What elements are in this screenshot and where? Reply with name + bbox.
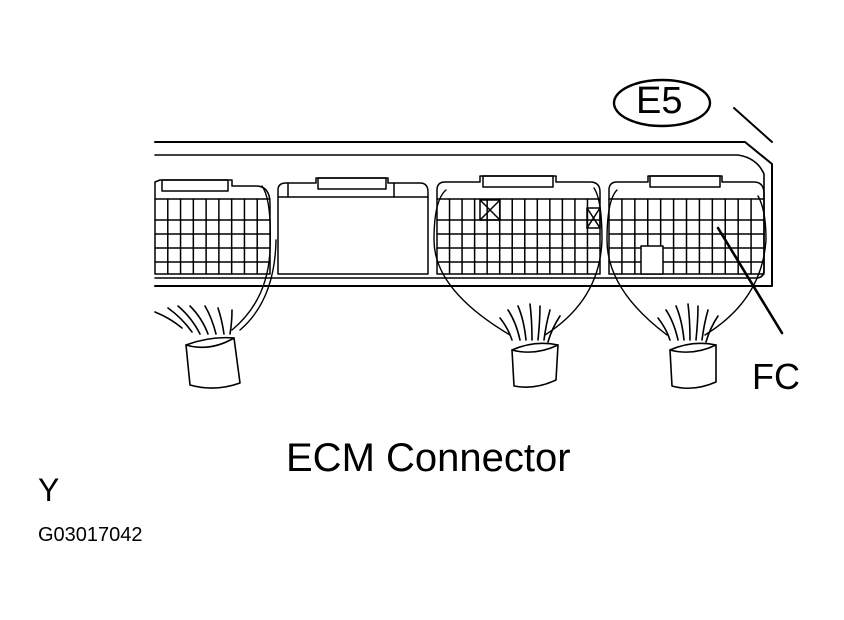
terminal-grid	[154, 198, 271, 275]
connector-block-2	[277, 177, 429, 275]
connector-block-1	[154, 179, 271, 275]
diagram-title: ECM Connector	[286, 436, 571, 480]
figure-code: G03017042	[38, 524, 143, 546]
wire-bundle-left	[154, 305, 241, 389]
e5-callout-oval	[612, 78, 712, 128]
terminal-grid	[608, 198, 765, 275]
wire-bundle-right	[657, 303, 719, 390]
connector-block-4	[608, 175, 765, 275]
fc-leader-line	[716, 226, 784, 335]
ecm-housing	[154, 107, 773, 287]
harness-wires	[231, 185, 767, 336]
wire-bundle-middle	[499, 303, 561, 388]
connector-block-3	[436, 175, 601, 275]
unused-terminal-marks	[479, 199, 601, 229]
connector-id-label: E5	[636, 80, 683, 122]
terminal-label-fc: FC	[752, 356, 800, 397]
view-letter: Y	[38, 472, 60, 508]
terminal-grid	[436, 198, 601, 275]
